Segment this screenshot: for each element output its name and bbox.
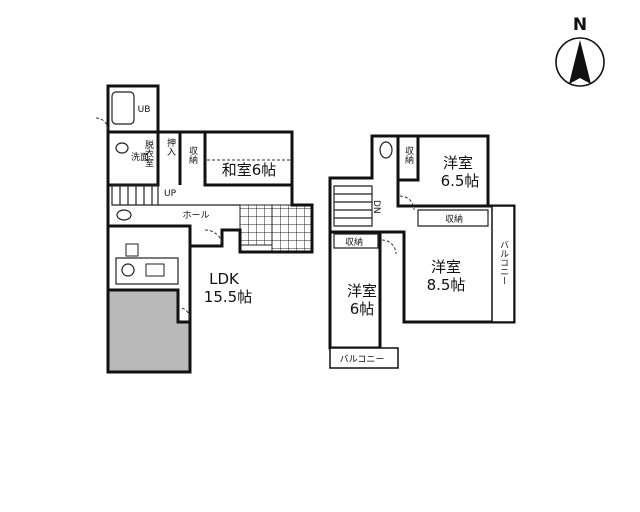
room-label-youshitsu-65-size: 6.5帖: [441, 172, 480, 190]
first-floor-outer-wall: [106, 84, 314, 254]
room-label-balcony-bottom: バルコニー: [340, 354, 385, 365]
door-swing-1: [204, 229, 224, 247]
room-label-hall: ホール: [182, 210, 209, 221]
door-swing-2f-1: [399, 195, 415, 211]
closet-c-wall: [333, 233, 379, 249]
door-swing-2f-2: [381, 239, 397, 255]
toilet-icon: [116, 209, 132, 221]
room-label-shuno-2: 収納: [445, 213, 463, 225]
compass-n-label: N: [573, 15, 587, 35]
japanese-room-wall: [203, 132, 292, 187]
toilet-2f-icon: [379, 141, 393, 159]
ldk-floor: [108, 290, 190, 372]
first-floor: 和室6帖 LDK 15.5帖 ホール UB UP 洗面 収納 押入 脱衣室: [95, 84, 314, 374]
stair-treads: [119, 185, 153, 205]
room-label-storage: 収納: [187, 145, 198, 165]
fridge-icon: [125, 243, 139, 257]
room-label-ub: UB: [138, 105, 151, 115]
stair-wall: [111, 184, 159, 206]
stove-icon: [121, 263, 135, 277]
stair-2f: [333, 185, 373, 227]
washbasin-icon: [115, 142, 129, 154]
room-label-up: UP: [164, 189, 177, 199]
door-swing-2: [181, 307, 191, 321]
closet-a-wall: [396, 136, 420, 182]
ldk-right-wall: [176, 246, 192, 324]
door-swing-3: [95, 117, 109, 131]
room-label-washitsu: 和室6帖: [222, 161, 277, 179]
room-label-dn: DN: [371, 200, 381, 214]
room-label-ldk-size: 15.5帖: [204, 288, 252, 306]
entrance-tiles: [239, 204, 273, 246]
room-label-wash-room: 脱衣室: [143, 139, 154, 167]
room-label-shuno-3: 収納: [345, 236, 363, 248]
room-label-ldk: LDK: [209, 270, 240, 288]
room-label-balcony-right: バルコニー: [498, 240, 509, 285]
balcony-right: [491, 205, 515, 323]
compass: N: [555, 15, 605, 87]
room-label-shuno-1: 収納: [403, 145, 414, 165]
balcony-bottom: [329, 347, 399, 369]
sink-icon: [145, 263, 165, 277]
closet-b-wall: [417, 209, 489, 227]
room-label-oshiire: 押入: [165, 137, 176, 156]
room-label-youshitsu-85: 洋室: [431, 258, 461, 276]
room-label-youshitsu-65: 洋室: [443, 154, 473, 172]
bathtub-icon: [111, 91, 135, 125]
room-label-senmen: 洗面: [131, 151, 149, 163]
north-arrow-icon: [569, 40, 591, 84]
room-label-youshitsu-6-size: 6帖: [350, 300, 375, 318]
stair-tiles: [271, 204, 313, 253]
room-label-youshitsu-6: 洋室: [347, 282, 377, 300]
room-label-youshitsu-85-size: 8.5帖: [427, 276, 466, 294]
second-floor: 洋室 6.5帖 洋室 8.5帖 洋室 6帖 収納 収納 収納 バルコニー バルコ…: [328, 134, 516, 369]
